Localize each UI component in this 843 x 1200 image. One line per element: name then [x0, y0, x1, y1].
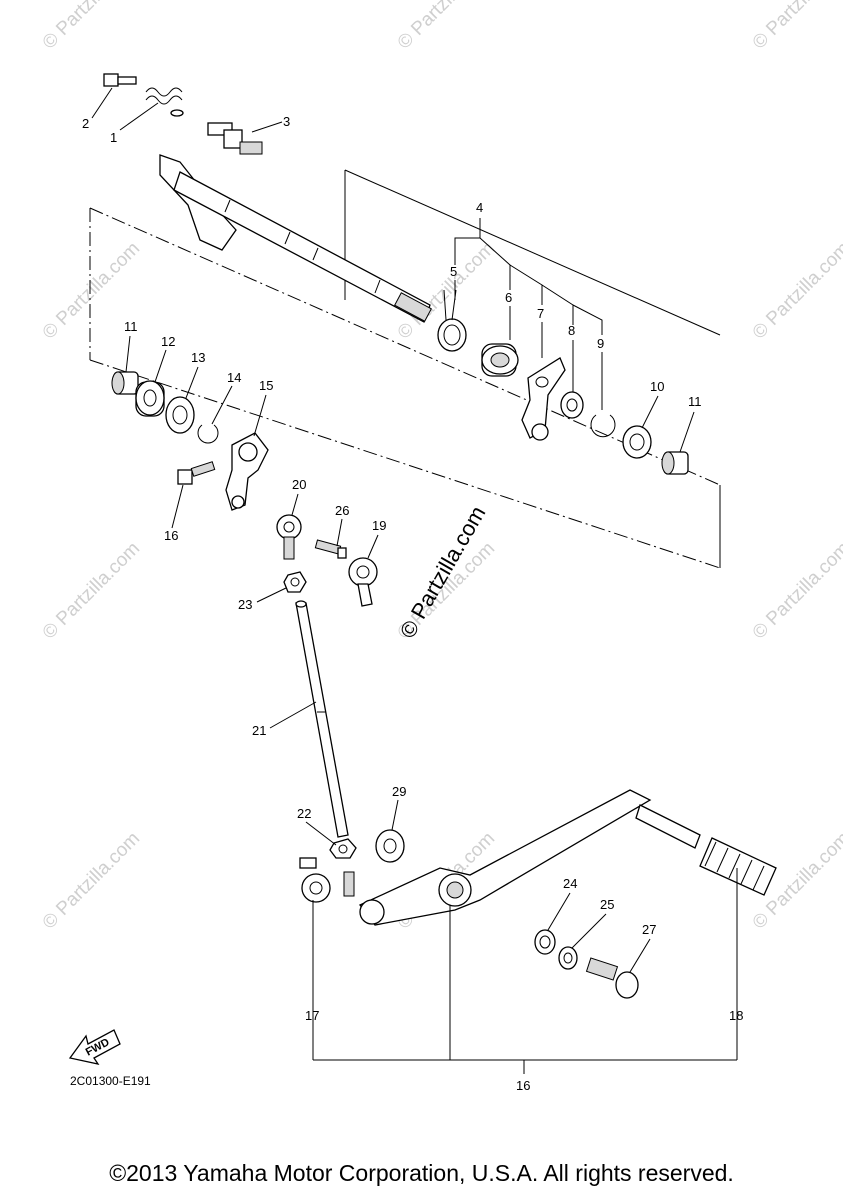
part-11-bearing-right: [661, 451, 689, 475]
assembly-outline: [89, 169, 721, 569]
callout-18: 17: [305, 1008, 319, 1023]
part-7-plate: [521, 357, 566, 441]
watermark-tiles: © Partzilla.com © Partzilla.com © Partzi…: [39, 0, 843, 934]
watermark-tile: © Partzilla.com: [39, 0, 144, 54]
callout-25: 24: [563, 876, 577, 891]
part-3-stud-bolt: [207, 122, 263, 155]
shift-shaft: [159, 154, 432, 323]
callout-28: 27: [642, 922, 656, 937]
part-12-oil-seal: [135, 380, 165, 417]
part-17-bracket: [312, 868, 738, 1074]
part-11-bearing-left: [111, 371, 139, 395]
watermark-tile: © Partzilla.com: [749, 238, 843, 343]
part-21-joint: [276, 514, 302, 560]
callout-12: 12: [161, 334, 175, 349]
callout-7: 7: [537, 306, 544, 321]
part-2-bolt: [103, 73, 137, 87]
callouts: 1 2 3 4 5 6 7 8 9 10 11 11 12 13 14 15 1…: [82, 87, 743, 1093]
watermark-tile: © Partzilla.com: [749, 0, 843, 54]
callout-15: 15: [259, 378, 273, 393]
part-26-washer: [558, 946, 578, 970]
part-1-spring: [145, 87, 184, 117]
callout-11-right: 11: [688, 394, 702, 409]
part-19-pedal-rubber: [699, 837, 777, 896]
part-23-nut: [329, 838, 357, 859]
part-20-joint: [348, 557, 378, 607]
callout-29: 29: [392, 784, 406, 799]
callout-22: 21: [252, 723, 266, 738]
callout-14: 14: [227, 370, 241, 385]
part-8-washer: [560, 391, 584, 419]
callout-1: 1: [110, 130, 117, 145]
callout-10: 10: [650, 379, 664, 394]
callout-27: 26: [335, 503, 349, 518]
part-29-washer: [375, 829, 405, 863]
callout-19: 18: [729, 1008, 743, 1023]
part-24-nut: [283, 571, 307, 593]
callout-16: 16: [164, 528, 178, 543]
callout-13: 13: [191, 350, 205, 365]
part-17-shift-pedal: [358, 789, 701, 926]
fwd-arrow-icon: FWD: [68, 1029, 121, 1065]
watermark-tile: © Partzilla.com: [39, 828, 144, 933]
callout-23: 22: [297, 806, 311, 821]
callout-8: 8: [568, 323, 575, 338]
callout-17: 16: [516, 1078, 530, 1093]
part-15-shift-arm: [225, 432, 269, 511]
callout-5: 5: [450, 264, 457, 279]
callout-6: 6: [505, 290, 512, 305]
part-6-collar: [481, 343, 519, 377]
callout-4: 4: [476, 200, 483, 215]
watermark-tile: © Partzilla.com: [39, 538, 144, 643]
part-22-shift-rod: [295, 600, 349, 838]
watermark-tile: © Partzilla.com: [749, 538, 843, 643]
callout-21: 20: [292, 477, 306, 492]
callout-26: 25: [600, 897, 614, 912]
part-10-washer: [622, 425, 652, 459]
part-25-washer: [534, 929, 556, 955]
part-16-bolt: [177, 461, 216, 485]
callout-11-left: 11: [124, 319, 138, 334]
part-13-washer: [165, 396, 195, 434]
part-14-circlip: [197, 424, 219, 444]
copyright-footer: ©2013 Yamaha Motor Corporation, U.S.A. A…: [109, 1160, 734, 1186]
watermark-tile: © Partzilla.com: [394, 0, 499, 54]
part-9-circlip: [590, 414, 616, 438]
part-27-bolt: [314, 539, 347, 559]
callout-24: 23: [238, 597, 252, 612]
callout-20: 19: [372, 518, 386, 533]
part-18-joint: [299, 857, 355, 903]
callout-2: 2: [82, 116, 89, 131]
callout-9: 9: [597, 336, 604, 351]
diagram-code: 2C01300-E191: [70, 1074, 151, 1088]
callout-3: 3: [283, 114, 290, 129]
part-28-bolt: [585, 957, 639, 999]
